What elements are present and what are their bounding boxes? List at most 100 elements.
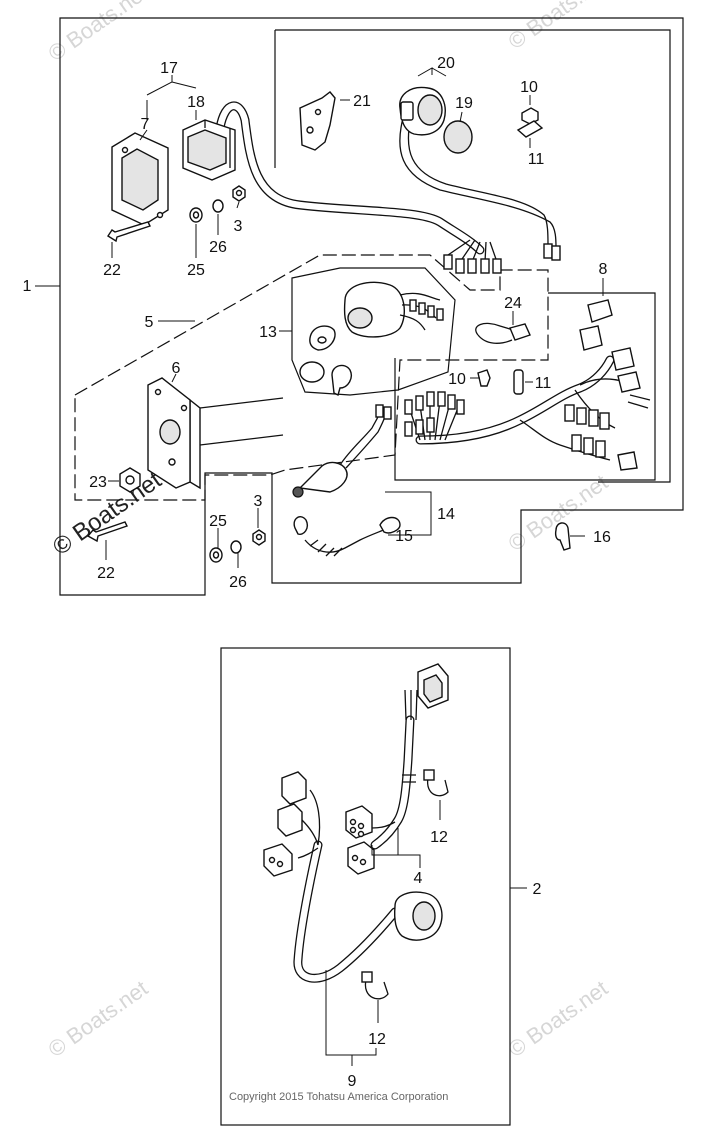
terminal [588, 409, 599, 427]
screw-22 [86, 521, 128, 543]
frame-outline-2 [220, 647, 511, 1126]
clamps-12 [361, 769, 449, 1000]
terminal [426, 391, 435, 407]
callout-14: 14 [437, 506, 455, 523]
trim-switch-20 [399, 86, 561, 261]
callout-13: 13 [259, 324, 277, 341]
terminal [418, 302, 426, 315]
terminal [480, 258, 490, 274]
switch-20-face [417, 94, 443, 126]
washer-hole [212, 551, 220, 559]
callout-26-upper: 26 [209, 239, 227, 256]
callout-3-upper: 3 [234, 218, 243, 235]
callout-3-lower: 3 [254, 493, 263, 510]
terminal [415, 395, 424, 411]
callout-4: 4 [414, 870, 423, 887]
terminal [427, 305, 435, 318]
fasteners-lower [86, 521, 266, 563]
clip-16-body [554, 522, 571, 551]
callout-1: 1 [23, 278, 32, 295]
copyright-text: Copyright 2015 Tohatsu America Corporati… [229, 1091, 448, 1103]
key-nut-hole [317, 336, 327, 344]
harness-connector-b [579, 325, 603, 351]
terminal [571, 434, 582, 452]
harness-9-connector-c [263, 843, 293, 877]
switch-body-18 [182, 101, 485, 255]
callout-7: 7 [141, 116, 150, 133]
nut-hole [235, 189, 243, 197]
callout-16: 16 [593, 529, 611, 546]
harness-connector-a [587, 299, 613, 323]
nut-hole [255, 533, 263, 541]
clip-16 [554, 522, 571, 551]
terminal [595, 440, 606, 458]
callout-15: 15 [395, 528, 413, 545]
terminal [409, 299, 417, 312]
callout-21: 21 [353, 93, 371, 110]
callout-2: 2 [533, 881, 542, 898]
terminal [404, 399, 413, 415]
harness-8 [404, 299, 651, 471]
key [331, 364, 352, 397]
clamp-12-upper-head [423, 769, 435, 781]
callout-11-middle: 11 [535, 375, 552, 392]
terminal [576, 407, 587, 425]
washer-hole [192, 211, 200, 219]
callout-25-lower: 25 [209, 513, 227, 530]
watermark-lower-left: © Boats.net [44, 975, 153, 1062]
nut-hole [125, 475, 135, 485]
harness-connector-c [611, 347, 635, 371]
callout-17: 17 [160, 60, 178, 77]
callout-18: 18 [187, 94, 205, 111]
screw-10 [477, 369, 491, 387]
callout-26-lower: 26 [229, 574, 247, 591]
watermark-center: © Boats.net [48, 466, 167, 560]
terminal [375, 404, 384, 418]
terminal [583, 437, 594, 455]
callout-9: 9 [348, 1073, 357, 1090]
plate-hole [154, 388, 162, 396]
lower-assembly-frame: 2 [220, 647, 542, 1126]
callout-6: 6 [172, 360, 181, 377]
clamp-12-upper [427, 777, 449, 797]
watermark-lower-right: © Boats.net [504, 975, 613, 1062]
upper-assembly-frame [59, 17, 684, 596]
harness-9-connector-a [281, 771, 307, 805]
harness-9-connector-b [277, 803, 303, 837]
switch-20-terminal [543, 243, 553, 259]
plate-hole [121, 146, 129, 154]
clip-head [509, 323, 531, 341]
callout-10-upper: 10 [520, 79, 538, 96]
spring-washer-26 [212, 199, 224, 213]
key-switch-face [347, 307, 373, 329]
plate-6-bore [159, 419, 181, 445]
harness-box-8 [394, 292, 656, 481]
extension-harness-4 [345, 663, 449, 875]
plate-hole [156, 211, 164, 219]
terminal [447, 394, 456, 410]
frame-switch-box [275, 29, 671, 483]
spring-washer-26 [230, 540, 242, 554]
terminal [415, 419, 424, 435]
bracket-body [299, 91, 336, 151]
pin-parts-middle [477, 369, 524, 395]
harness-connector-e [617, 451, 638, 471]
lanyard-key-15 [379, 516, 401, 534]
plate-hole [180, 404, 188, 412]
callout-8: 8 [599, 261, 608, 278]
clamp-12-lower-head [361, 971, 373, 983]
callout-11-upper: 11 [528, 151, 545, 168]
lanyard-clip [293, 516, 308, 535]
callout-19: 19 [455, 95, 473, 112]
clip-band [475, 322, 521, 336]
plate-6-side [189, 398, 201, 490]
terminal [404, 421, 413, 437]
terminal [383, 406, 392, 420]
terminal [436, 308, 444, 321]
plate-window [121, 148, 159, 211]
switch-20-lug [400, 101, 414, 121]
stop-switch-knob [292, 486, 304, 498]
bracket-21 [299, 91, 336, 151]
switch-plate-7 [111, 132, 169, 226]
